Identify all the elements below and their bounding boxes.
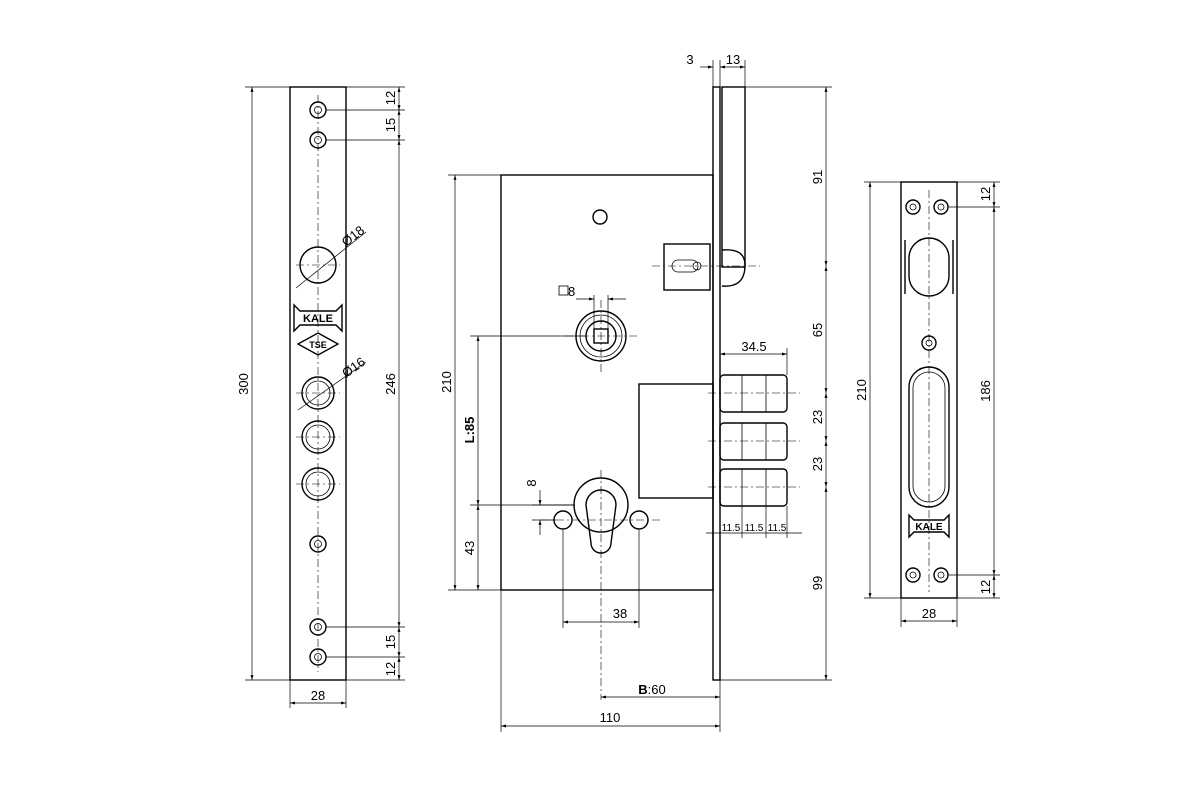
strike-screw-hole-bottom-right <box>933 567 949 583</box>
hole-diameter-16-label: Ø16 <box>339 354 368 380</box>
lock-case-outline <box>500 174 714 591</box>
cylinder-offset-label: 8 <box>524 479 539 486</box>
svg-text:KALE: KALE <box>915 522 943 533</box>
top-to-latch-label: 91 <box>810 170 825 184</box>
deadbolt-1 <box>719 374 788 413</box>
spindle-size-label: 8 <box>568 284 575 299</box>
strike-latch-opening <box>904 237 954 297</box>
bolt-spacing-1-label: 11.5 <box>722 523 741 534</box>
strike-height-label: 210 <box>854 379 869 401</box>
lock-body-dimensions: 3 13 210 L:85 43 8 8 38 B:6 <box>439 52 832 732</box>
svg-text:KALE: KALE <box>303 313 333 325</box>
strike-screw-hole-top-left <box>905 199 921 215</box>
bottom-distance-label: 99 <box>810 576 825 590</box>
bolt-hole-leader <box>297 361 367 411</box>
bolt-spacing-3-label: 11.5 <box>768 523 787 534</box>
case-depth-label: 110 <box>600 710 621 725</box>
deadbolt-3 <box>719 468 788 507</box>
bolt-spacing-2-label: 11.5 <box>745 523 764 534</box>
hole-diameter-18-label: Ø18 <box>339 222 368 249</box>
bolt-pitch-2-label: 23 <box>810 457 825 471</box>
backset-label: B:60 <box>638 682 665 697</box>
face-plate-bottom-pitch-label: 15 <box>383 635 398 649</box>
kale-logo-face-plate: KALE <box>293 303 343 333</box>
face-plate-hole-spacing-label: 246 <box>383 373 398 395</box>
bolt-housing <box>638 383 714 499</box>
strike-plate-view: KALE <box>900 181 958 599</box>
face-plate-dimensions: 300 246 12 15 15 12 28 <box>236 86 405 708</box>
face-offset-label: 3 <box>686 52 693 67</box>
bolt-throw-label: 34.5 <box>741 339 766 354</box>
lock-body-view <box>500 86 800 700</box>
strike-width-label: 28 <box>922 606 936 621</box>
face-plate-top-edge-label: 12 <box>383 91 398 105</box>
strike-screw-hole-bottom-left <box>905 567 921 583</box>
rod <box>721 86 746 268</box>
tse-mark: TSE <box>296 332 340 356</box>
cylinder-bottom-label: 43 <box>462 541 477 555</box>
strike-hole-spacing-label: 186 <box>978 380 993 402</box>
face-plate-width-label: 28 <box>311 688 325 703</box>
kale-logo-strike-plate: KALE <box>908 513 950 539</box>
face-plate-length-label: 300 <box>236 373 251 395</box>
face-plate-top-pitch-label: 15 <box>383 118 398 132</box>
strike-bolt-slot <box>908 366 950 508</box>
face-plate-view: Ø18 KALE TSE Ø16 <box>289 86 368 681</box>
face-plate-outline <box>289 86 347 681</box>
case-height-label: 210 <box>439 371 454 393</box>
strike-centre-hole <box>921 335 937 351</box>
face-plate-bottom-edge-label: 12 <box>383 662 398 676</box>
lock-forend <box>712 86 721 681</box>
strike-top-edge-label: 12 <box>978 187 993 201</box>
case-top-hole <box>592 209 608 225</box>
face-plate-screw-hole-mid <box>309 535 327 553</box>
bolt-pitch-1-label: 23 <box>810 410 825 424</box>
deadbolt-2 <box>719 422 788 461</box>
strike-screw-hole-top-right <box>933 199 949 215</box>
face-thickness-label: 13 <box>726 52 740 67</box>
screw-spacing-label: 38 <box>613 606 627 621</box>
latch-to-bolt-label: 65 <box>810 323 825 337</box>
strike-bottom-edge-label: 12 <box>978 580 993 594</box>
svg-text:TSE: TSE <box>309 340 327 350</box>
strike-plate-outline <box>900 181 958 599</box>
centre-distance-label: L:85 <box>462 417 477 444</box>
latch-hole-leader <box>295 231 367 289</box>
strike-plate-dimensions: 210 186 12 12 28 <box>854 181 1000 627</box>
